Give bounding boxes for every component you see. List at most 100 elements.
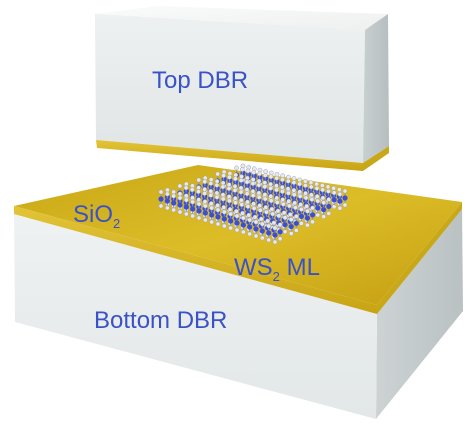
sulfur-atom (299, 221, 304, 226)
sulfur-atom (251, 206, 257, 211)
sulfur-atom (221, 223, 227, 229)
sulfur-atom (190, 195, 195, 201)
sulfur-atom (209, 219, 215, 225)
sulfur-atom (202, 203, 208, 209)
sulfur-atom (315, 212, 321, 218)
sulfur-atom (303, 183, 308, 188)
sulfur-atom (256, 190, 262, 196)
sulfur-atom (164, 205, 170, 211)
label-sio2-subscript: 2 (113, 216, 120, 231)
sulfur-atom (280, 197, 286, 202)
tungsten-atom (209, 212, 215, 218)
sulfur-atom (214, 182, 220, 188)
sulfur-atom (183, 181, 189, 187)
sulfur-atom (286, 198, 292, 204)
sulfur-atom (227, 174, 232, 180)
sulfur-atom (228, 225, 234, 231)
sulfur-atom (293, 227, 299, 233)
sulfur-atom (308, 184, 314, 190)
sulfur-atom (265, 218, 270, 224)
sulfur-atom (190, 199, 196, 205)
sulfur-atom (280, 177, 285, 183)
sulfur-atom (297, 189, 303, 195)
sulfur-atom (228, 211, 234, 217)
sulfur-atom (288, 231, 294, 236)
sulfur-atom (247, 231, 253, 237)
tungsten-atom (190, 206, 196, 212)
sulfur-atom (262, 180, 268, 186)
sulfur-atom (326, 211, 332, 216)
sulfur-atom (293, 205, 298, 211)
sulfur-atom (239, 174, 244, 179)
sulfur-atom (253, 233, 259, 239)
sulfur-atom (308, 192, 314, 198)
sulfur-atom (288, 217, 294, 222)
tungsten-atom (259, 228, 265, 234)
sulfur-atom (226, 194, 232, 199)
label-ws2-ml: WS2 ML (234, 254, 320, 284)
sulfur-atom (302, 178, 308, 184)
sulfur-atom (320, 195, 326, 201)
label-sio2: SiO2 (73, 201, 120, 231)
sulfur-atom (221, 209, 227, 215)
sulfur-atom (268, 198, 274, 204)
sulfur-atom (233, 200, 238, 206)
sulfur-atom (282, 229, 288, 235)
tungsten-atom (234, 220, 240, 226)
sulfur-atom (232, 183, 238, 189)
sulfur-atom (291, 192, 297, 198)
sulfur-atom (232, 188, 238, 193)
sulfur-atom (250, 188, 256, 194)
sulfur-atom (271, 220, 277, 226)
sulfur-atom (214, 194, 220, 200)
sulfur-atom (232, 176, 238, 182)
tungsten-atom (326, 203, 332, 210)
sulfur-atom (215, 207, 221, 213)
sulfur-atom (285, 174, 291, 180)
sulfur-atom (292, 200, 298, 206)
tungsten-atom (298, 213, 305, 219)
sulfur-atom (331, 204, 337, 210)
sulfur-atom (189, 187, 195, 193)
sulfur-atom (240, 215, 246, 221)
sulfur-atom (262, 184, 268, 190)
sulfur-atom (232, 196, 238, 201)
sulfur-atom (227, 198, 232, 204)
sulfur-atom (202, 217, 208, 223)
sulfur-atom (251, 201, 256, 207)
tungsten-atom (215, 214, 221, 220)
tungsten-atom (221, 216, 227, 222)
sulfur-atom (275, 208, 281, 214)
sulfur-atom (234, 213, 240, 219)
sulfur-atom (244, 179, 250, 185)
sulfur-atom (314, 181, 320, 187)
sulfur-atom (287, 212, 293, 217)
sulfur-atom (270, 211, 276, 217)
tungsten-atom (202, 210, 208, 216)
sulfur-atom (276, 213, 282, 219)
sulfur-atom (208, 192, 214, 198)
sulfur-atom (226, 186, 232, 191)
sulfur-atom (257, 171, 262, 177)
sulfur-atom (274, 187, 279, 193)
tungsten-atom (293, 220, 299, 226)
sulfur-atom (234, 165, 239, 171)
sulfur-atom (234, 227, 240, 233)
sulfur-atom (177, 209, 183, 215)
top-dbr-gold-layer-side (363, 146, 389, 171)
tungsten-atom (315, 205, 321, 211)
bottom-dbr-block (14, 165, 463, 419)
sulfur-atom (310, 219, 315, 225)
tungsten-atom (272, 232, 278, 238)
sulfur-atom (272, 239, 278, 245)
sulfur-atom (305, 222, 310, 228)
sulfur-atom (264, 209, 269, 215)
sulfur-atom (314, 194, 320, 199)
sulfur-atom (297, 193, 303, 199)
tungsten-atom (304, 215, 311, 221)
sulfur-atom (342, 188, 348, 194)
sulfur-atom (269, 206, 275, 212)
sulfur-atom (245, 175, 250, 181)
sulfur-atom (299, 207, 304, 212)
